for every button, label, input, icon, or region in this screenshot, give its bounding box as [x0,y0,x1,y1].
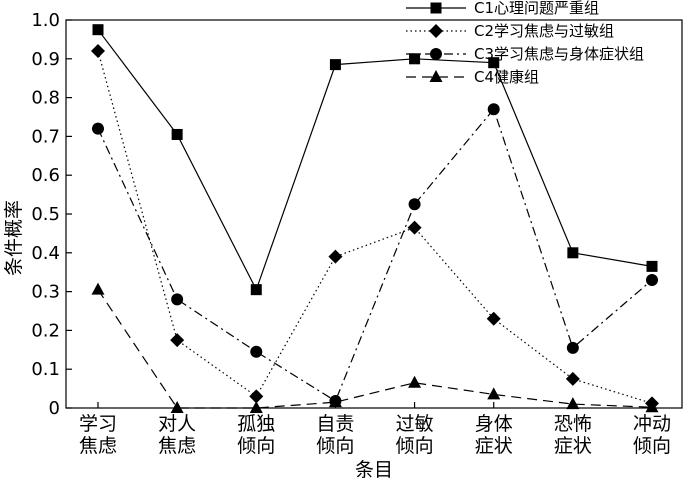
legend-label: C3学习焦虑与身体症状组 [474,45,644,63]
series-4-point [170,401,184,413]
series-1-point [250,284,262,296]
x-tick-label-line: 学习 [79,413,117,435]
legend-swatch-marker [430,48,442,60]
y-tick-label: 0.9 [31,49,60,70]
series-4-point [566,397,580,410]
y-tick-label: 1.0 [31,10,60,31]
series-2-line [97,50,653,404]
plot-frame [65,19,683,409]
series-3-point [92,122,104,135]
series-4 [91,282,659,413]
series-1-point [567,247,579,259]
x-tick-label: 孤独倾向 [237,413,275,457]
series-4-point [91,282,105,295]
series-1-point [646,260,658,272]
series-1-line [97,29,653,292]
series-2-point [486,311,501,326]
x-axis-title: 条目 [355,459,393,481]
series-3-point [487,103,500,116]
legend-label: C4健康组 [474,68,539,86]
series-1-point [488,57,500,69]
legend-item-3: C3学习焦虑与身体症状组 [406,45,644,63]
x-tick-label: 冲动倾向 [633,413,671,457]
series-2-point [565,371,580,386]
series-3-point [408,198,421,211]
x-tick-label: 恐怖症状 [554,413,592,457]
x-tick-label: 过敏倾向 [396,413,434,457]
x-tick-label-line: 症状 [475,435,513,457]
x-tick-label-line: 倾向 [237,435,275,457]
series-1-point [329,59,341,71]
series-2-point [170,333,185,348]
x-tick-label-line: 症状 [554,435,592,457]
y-tick-label: 0.1 [31,359,60,380]
y-tick-label: 0.7 [31,126,60,147]
series-4-point [249,401,263,413]
legend-swatch-marker [429,70,443,82]
y-axis-title: 条件概率 [3,200,25,276]
series-1-point [92,24,104,36]
legend-swatch-marker [430,2,442,14]
x-tick-label-line: 过敏 [396,413,434,435]
series-3-line [97,108,653,402]
y-tick-label: 0 [49,398,60,419]
series-2-point [407,220,422,235]
x-tick-label-line: 恐怖 [554,413,592,435]
series-2-point [91,44,105,59]
series-4-point [408,375,422,388]
series-1-point [171,128,183,140]
series-2-point [328,249,343,264]
x-tick-label: 学习焦虑 [79,413,117,457]
x-tick-label-line: 孤独 [237,413,275,435]
series-1-point [409,53,421,65]
series-3-point [171,293,184,306]
x-tick-label: 自责倾向 [316,413,354,457]
series-3-point [646,273,658,286]
x-tick-label: 对人焦虑 [158,413,196,457]
legend-swatch-marker [429,24,443,38]
x-tick-label-line: 焦虑 [158,435,196,457]
y-tick-label: 0.8 [31,88,60,109]
series-4-point [487,387,501,400]
y-tick-label: 0.4 [31,243,60,264]
y-tick-label: 0.3 [31,282,60,303]
series-2-point [249,389,264,404]
series-1 [92,24,658,296]
x-tick-label-line: 倾向 [316,435,354,457]
legend-label: C1心理问题严重组 [474,0,599,17]
y-tick-label: 0.6 [31,165,60,186]
legend-label: C2学习焦虑与过敏组 [474,22,614,40]
x-tick-label-line: 焦虑 [79,435,117,457]
x-tick-label: 身体症状 [475,413,513,457]
x-tick-label-line: 身体 [475,413,513,435]
x-tick-label-line: 冲动 [633,413,671,435]
series-3-point [250,345,263,358]
y-tick-label: 0.5 [31,204,60,225]
legend-item-2: C2学习焦虑与过敏组 [406,22,614,40]
series-4-point [328,395,342,408]
y-tick-label: 0.2 [31,320,60,341]
series-3-point [566,341,579,354]
x-tick-label-line: 对人 [158,413,196,435]
series-4-point [645,400,659,413]
x-tick-label-line: 倾向 [633,435,671,457]
x-tick-label-line: 倾向 [396,435,434,457]
series-3 [92,103,658,408]
series-2 [91,44,659,411]
x-tick-label-line: 自责 [316,413,354,435]
legend-item-1: C1心理问题严重组 [406,0,599,17]
series-4-line [97,289,653,409]
legend-item-4: C4健康组 [406,68,539,86]
